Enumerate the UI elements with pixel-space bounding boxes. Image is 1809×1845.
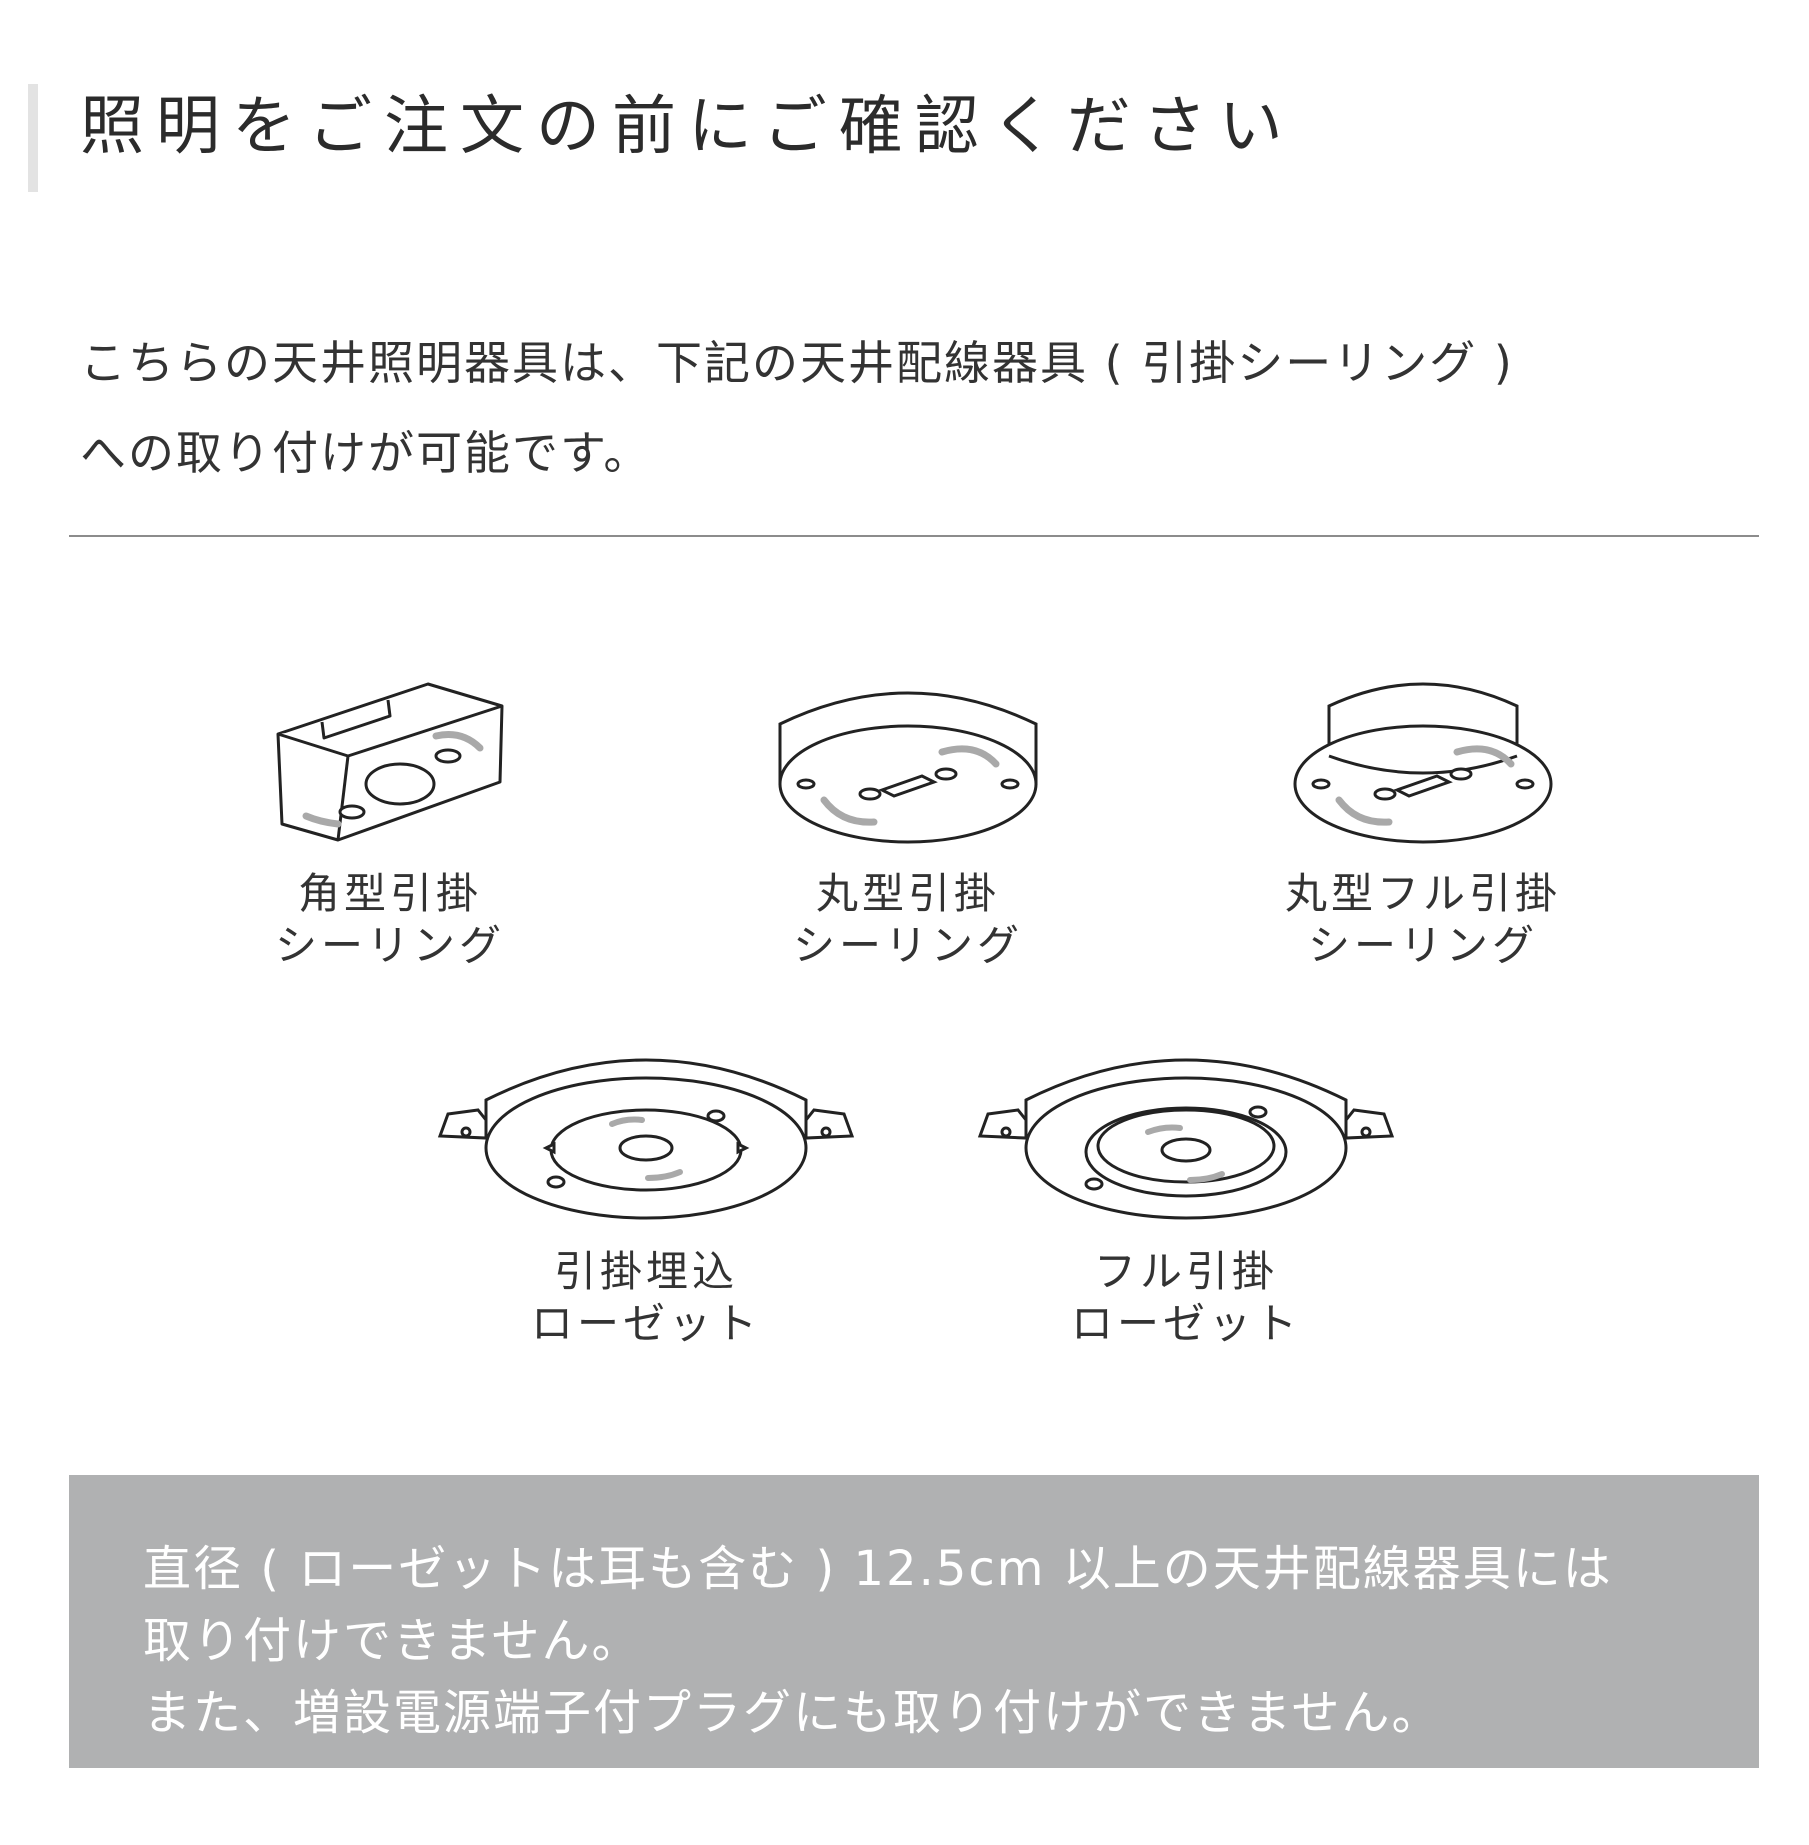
fixture-label-line2: ローゼット xyxy=(1070,1299,1301,1348)
embedded-hook-rosette-icon xyxy=(437,1058,855,1220)
page-title: 照明をご注文の前にご確認ください xyxy=(80,90,1295,164)
section-divider xyxy=(69,535,1759,537)
fixture-square-ceiling: 角型引掛 シーリング xyxy=(220,672,560,972)
fixture-full-rosette: フル引掛 ローゼット xyxy=(976,1040,1396,1350)
intro-text: こちらの天井照明器具は、下記の天井配線器具 ( 引掛シーリング ) への取り付け… xyxy=(80,318,1514,498)
notice-box: 直径 ( ローゼットは耳も含む ) 12.5cm 以上の天井配線器具には 取り付… xyxy=(69,1475,1759,1768)
fixture-embedded-rosette: 引掛埋込 ローゼット xyxy=(436,1040,856,1350)
fixture-label-line1: 角型引掛 xyxy=(297,869,482,918)
intro-line-2: への取り付けが可能です。 xyxy=(80,426,652,480)
fixture-label-line1: 引掛埋込 xyxy=(553,1247,738,1296)
intro-line-1: こちらの天井照明器具は、下記の天井配線器具 ( 引掛シーリング ) xyxy=(80,336,1514,390)
round-full-ceiling-hook-icon xyxy=(1293,682,1553,844)
fixture-label-line1: 丸型フル引掛 xyxy=(1284,869,1561,918)
notice-text: 直径 ( ローゼットは耳も含む ) 12.5cm 以上の天井配線器具には 取り付… xyxy=(143,1533,1613,1749)
fixture-label-line2: シーリング xyxy=(792,921,1023,970)
fixture-round-full-ceiling: 丸型フル引掛 シーリング xyxy=(1253,672,1593,972)
notice-line-2: 取り付けできません。 xyxy=(143,1613,642,1669)
full-hook-rosette-icon xyxy=(977,1058,1395,1220)
fixture-round-ceiling: 丸型引掛 シーリング xyxy=(738,672,1078,972)
notice-line-1: 直径 ( ローゼットは耳も含む ) 12.5cm 以上の天井配線器具には xyxy=(143,1541,1613,1597)
fixture-label-line2: シーリング xyxy=(274,921,505,970)
fixture-label-line1: フル引掛 xyxy=(1093,1247,1278,1296)
notice-line-3: また、増設電源端子付プラグにも取り付けができません。 xyxy=(143,1685,1442,1741)
round-ceiling-hook-icon xyxy=(778,691,1038,844)
fixture-label-line2: シーリング xyxy=(1307,921,1538,970)
square-ceiling-hook-icon xyxy=(276,682,504,842)
fixture-label-line2: ローゼット xyxy=(530,1299,761,1348)
title-accent-bar xyxy=(28,84,38,192)
fixture-label-line1: 丸型引掛 xyxy=(815,869,1000,918)
